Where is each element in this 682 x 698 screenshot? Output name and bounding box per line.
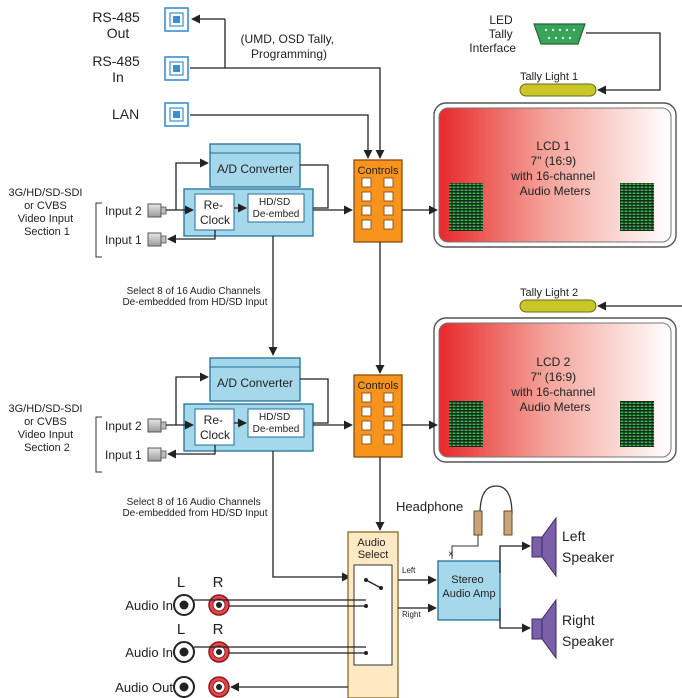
controls-1 xyxy=(353,159,403,243)
select-note-1: Select 8 of 16 Audio Channels De-embedde… xyxy=(122,286,267,308)
stereo-audio-amp-label: Stereo Audio Amp xyxy=(442,574,495,600)
audio-in-1-label: Audio In xyxy=(125,598,173,613)
ad-converter-1-label: A/D Converter xyxy=(217,162,293,176)
hdsd-deembed-1-label: HD/SD De-embed xyxy=(253,197,300,220)
left-speaker-label: Left Speaker xyxy=(562,528,614,565)
audio-out-l-jack-icon xyxy=(173,676,195,698)
audio-in-2-l-jack-icon xyxy=(173,641,195,663)
audio-in-2-l-label: L xyxy=(177,621,185,638)
led-tally-label: LED Tally Interface xyxy=(469,13,516,55)
headphone-label: Headphone xyxy=(396,499,463,514)
tally-light-1-label: Tally Light 1 xyxy=(520,71,578,83)
tally-light-2-label: Tally Light 2 xyxy=(520,287,578,299)
ad-converter-2 xyxy=(209,357,301,402)
audio-out-label: Audio Out xyxy=(115,680,173,695)
audio-in-1-l-jack-icon xyxy=(173,594,195,616)
lcd-2-right-meters xyxy=(620,401,654,447)
led-tally-connector-icon xyxy=(533,23,586,45)
reclock-2-label: Re- Clock xyxy=(200,413,231,442)
input-2-bnc-s1-icon xyxy=(147,203,162,218)
lcd-1-left-meters xyxy=(449,183,483,231)
audio-select-label: Audio Select xyxy=(357,537,388,561)
lcd-2-display xyxy=(433,317,677,463)
select-note-2: Select 8 of 16 Audio Channels De-embedde… xyxy=(122,497,267,519)
headphone-x-mark: × xyxy=(448,549,454,560)
audio-in-1-r-jack-icon xyxy=(208,594,230,616)
rs485-out-jack-icon xyxy=(164,7,189,32)
section-1-label: 3G/HD/SD-SDI or CVBS Video Input Section… xyxy=(8,187,85,238)
hdsd-deembed-2-label: HD/SD De-embed xyxy=(253,412,300,435)
audio-select-switch xyxy=(353,564,393,666)
right-speaker-label: Right Speaker xyxy=(562,612,614,649)
lcd-2-text: LCD 2 7" (16:9) with 16-channel Audio Me… xyxy=(510,355,598,414)
lcd-1-display xyxy=(433,102,677,248)
right-channel-label: Right xyxy=(402,610,421,619)
rs485-out-label: RS-485 Out xyxy=(92,9,143,41)
hdsd-deembed-2 xyxy=(247,408,305,438)
ad-converter-2-label: A/D Converter xyxy=(217,376,293,390)
input-1-bnc-s2-icon xyxy=(147,447,162,462)
controls-2-label: Controls xyxy=(358,380,399,392)
reclock-1 xyxy=(194,193,235,231)
headphone-icon xyxy=(473,485,513,536)
lcd-1-right-meters xyxy=(620,183,654,231)
input-1-label-s1: Input 1 xyxy=(105,233,142,247)
controls-2 xyxy=(353,374,403,458)
audio-in-2-r-label: R xyxy=(213,621,224,638)
rs485-in-jack-icon xyxy=(164,56,189,81)
stereo-audio-amp xyxy=(437,560,501,621)
controls-1-label: Controls xyxy=(358,165,399,177)
input-2-label-s2: Input 2 xyxy=(105,419,142,433)
umd-note: (UMD, OSD Tally, Programming) xyxy=(241,32,338,61)
input-2-label-s1: Input 2 xyxy=(105,204,142,218)
lcd-1-text: LCD 1 7" (16:9) with 16-channel Audio Me… xyxy=(510,139,598,198)
lan-jack-icon xyxy=(164,102,189,127)
left-speaker-icon xyxy=(531,516,557,578)
lan-label: LAN xyxy=(112,106,139,122)
audio-in-1-l-label: L xyxy=(177,574,185,591)
input-1-label-s2: Input 1 xyxy=(105,448,142,462)
tally-light-2 xyxy=(519,299,597,313)
tally-light-1 xyxy=(519,83,597,97)
right-speaker-icon xyxy=(531,598,557,660)
input-2-bnc-s2-icon xyxy=(147,418,162,433)
reclock-1-label: Re- Clock xyxy=(200,198,231,227)
reclock-2 xyxy=(194,408,235,446)
hdsd-deembed-1 xyxy=(247,193,305,223)
audio-in-1-r-label: R xyxy=(213,574,224,591)
audio-in-2-label: Audio In xyxy=(125,645,173,660)
input-1-bnc-s1-icon xyxy=(147,232,162,247)
rs485-in-label: RS-485 In xyxy=(92,53,143,85)
left-channel-label: Left xyxy=(402,566,416,575)
audio-in-2-r-jack-icon xyxy=(208,641,230,663)
lcd-2-left-meters xyxy=(449,401,483,447)
audio-out-r-jack-icon xyxy=(208,676,230,698)
section-2-label: 3G/HD/SD-SDI or CVBS Video Input Section… xyxy=(8,403,85,454)
